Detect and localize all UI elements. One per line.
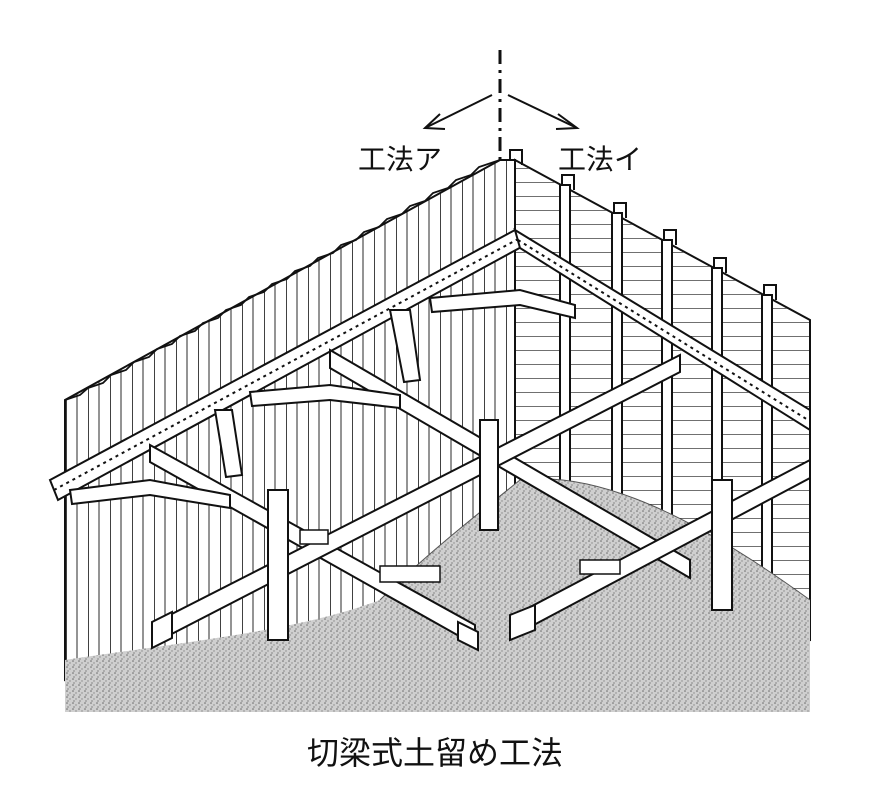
arrow-right-icon [507,94,580,130]
strut-jacks [299,529,621,583]
strut-beams [149,348,811,647]
method-i-label: 工法イ [558,143,643,176]
strut-ends [151,603,536,652]
arrow-left-icon [422,94,493,130]
wale-beams [48,227,811,502]
corner-braces [68,288,576,510]
figure-caption: 切梁式土留め工法 [306,734,563,772]
method-a-label: 工法ア [358,143,443,176]
